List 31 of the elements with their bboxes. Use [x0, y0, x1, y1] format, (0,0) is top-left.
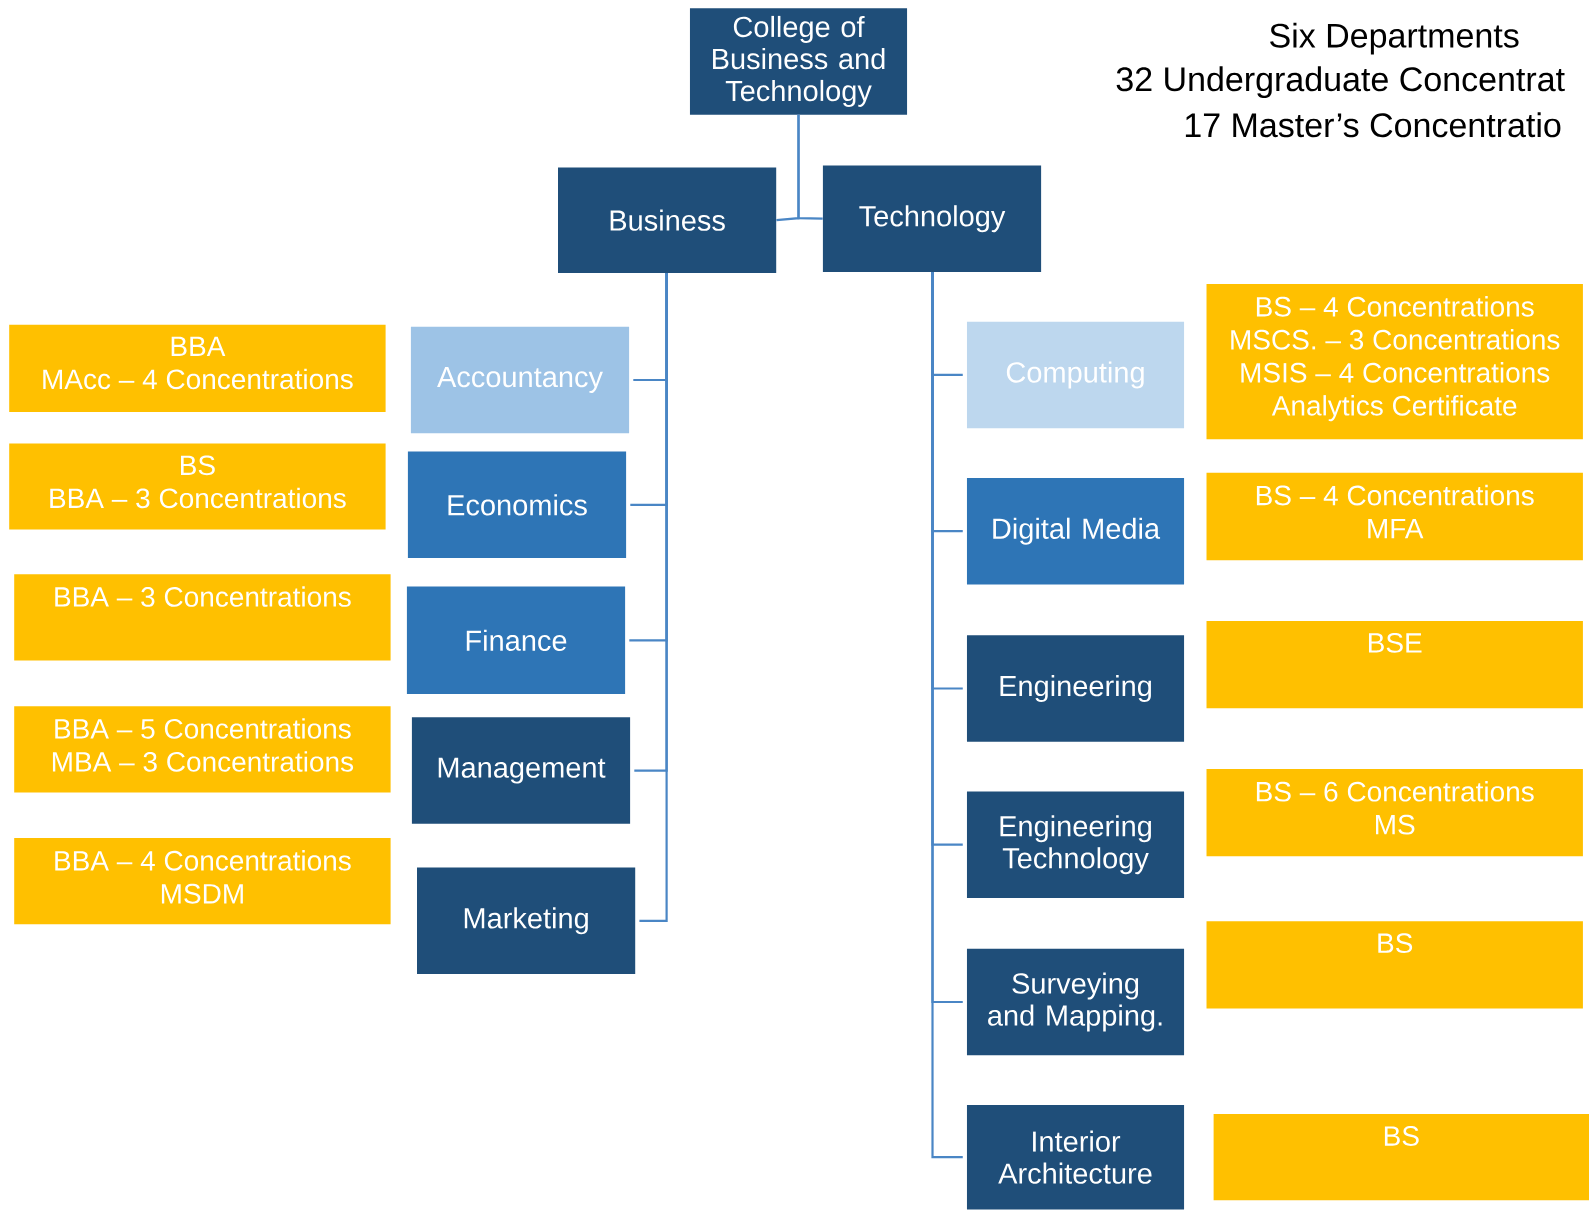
- summary-text: 17 Master’s Concentratio: [1185, 112, 1561, 138]
- connector-line: [931, 271, 963, 1159]
- department-box: Economics: [407, 451, 627, 559]
- department-box: Management: [411, 717, 631, 824]
- program-box: BS – 4 Concentrations MSCS. – 3 Concentrations MSIS – 4 Concentrations Analytics Certificate: [1206, 284, 1583, 440]
- department-box: Engineering Technology: [966, 791, 1185, 898]
- program-box: BBA MAcc – 4 Concentrations: [9, 324, 386, 412]
- program-box: BSE: [1206, 620, 1583, 709]
- department-box: Digital Media: [966, 477, 1185, 585]
- program-box: BS – 4 Concentrations MFA: [1206, 472, 1583, 561]
- summary-text: 32 Undergraduate Concentrat: [1116, 66, 1565, 99]
- department-box: Finance: [406, 586, 626, 695]
- department-box: Marketing: [417, 867, 636, 975]
- department-box: Interior Architecture: [966, 1104, 1185, 1210]
- program-box: BBA – 3 Concentrations: [14, 574, 391, 661]
- program-box: BS: [1213, 1114, 1589, 1201]
- department-box: Engineering: [966, 635, 1185, 742]
- program-box: BBA – 4 Concentrations MSDM: [14, 838, 391, 925]
- connector-line: [797, 114, 823, 220]
- division-box: Technology: [822, 165, 1042, 272]
- connector-line: [639, 272, 668, 922]
- department-box: Computing: [966, 321, 1185, 429]
- program-box: BS: [1206, 921, 1583, 1009]
- summary-text: Six Departments: [1270, 22, 1519, 55]
- program-box: BBA – 5 Concentrations MBA – 3 Concentrations: [14, 706, 391, 793]
- college-box: College of Business and Technology: [689, 8, 908, 115]
- department-box: Accountancy: [410, 326, 630, 434]
- program-box: BS BBA – 3 Concentrations: [9, 443, 386, 530]
- division-box: Business: [558, 167, 777, 273]
- department-box: Surveying and Mapping.: [966, 948, 1185, 1056]
- program-box: BS – 6 Concentrations MS: [1206, 769, 1583, 857]
